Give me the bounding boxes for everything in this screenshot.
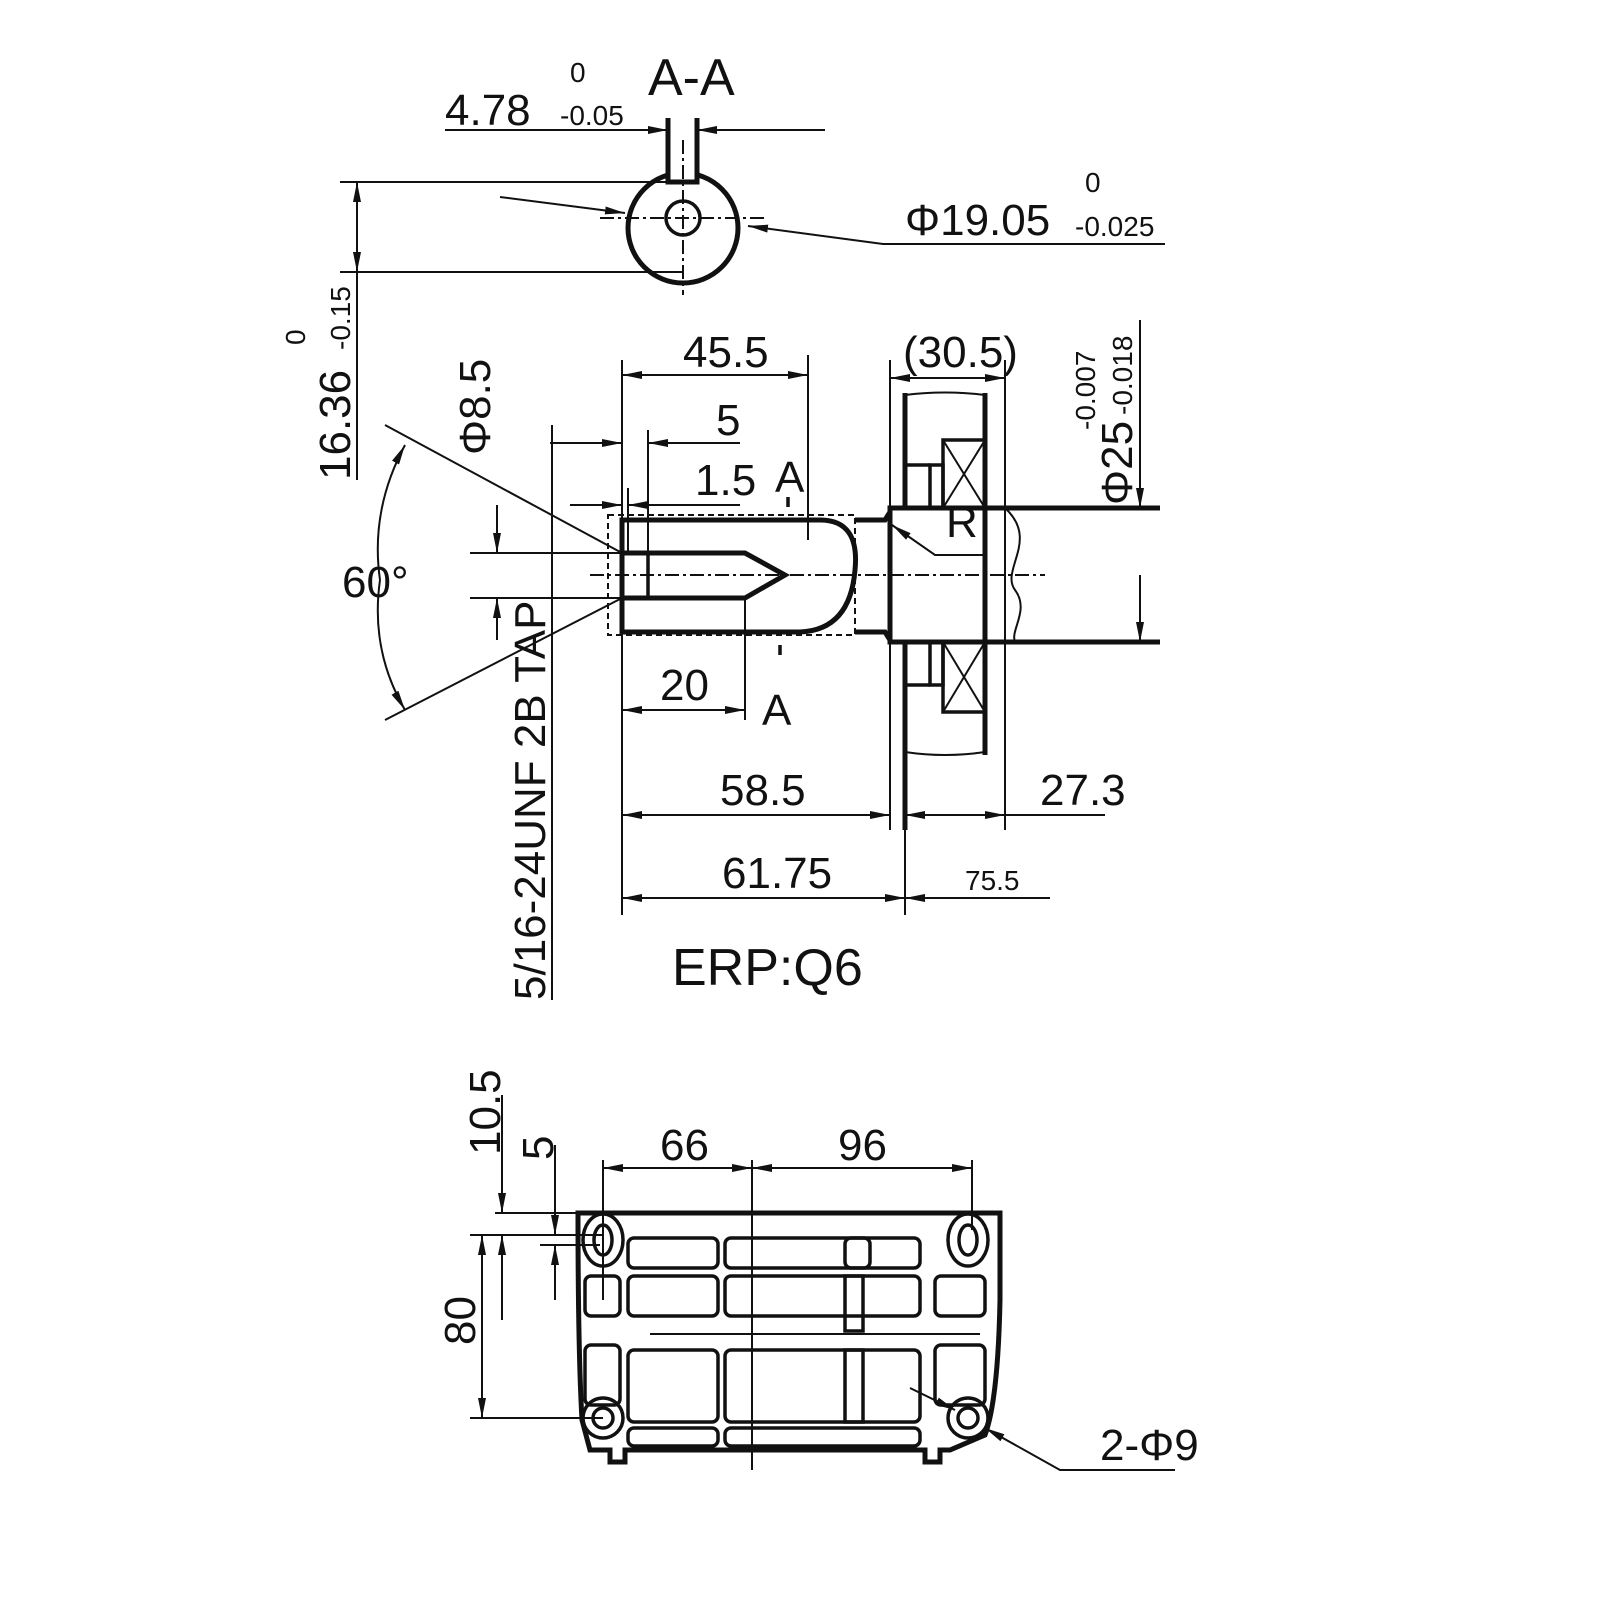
key-depth-dim: 16.36: [311, 370, 360, 480]
dim-5: 5: [716, 396, 740, 445]
dim-96: 96: [838, 1121, 887, 1170]
key-width-tol-upper: 0: [570, 57, 586, 88]
dim-20: 20: [660, 661, 709, 710]
dim-27-3: 27.3: [1040, 766, 1126, 815]
thread-spec: 5/16-24UNF 2B TAP: [506, 601, 555, 1000]
section-mark-bottom: A: [762, 686, 792, 735]
dim-30-5: (30.5): [903, 328, 1018, 377]
dim-61-75: 61.75: [722, 849, 832, 898]
base-plate-view: 66 96 10.5 5 80 2-Φ9: [436, 1069, 1199, 1471]
chamfer-angle: 60°: [342, 558, 409, 607]
key-depth-tol-upper: 0: [280, 329, 311, 345]
pilot-tol-lower: -0.018: [1107, 336, 1138, 415]
dim-80: 80: [436, 1296, 485, 1345]
erp-code: ERP:Q6: [672, 939, 863, 997]
dim-5-base: 5: [514, 1136, 563, 1160]
dim-58-5: 58.5: [720, 766, 806, 815]
shaft-side-view: R 45.5 (30.5) 5 1.5 A A Φ8.5 5/16-24UNF …: [342, 320, 1160, 1000]
pilot-diameter-dim: Φ25: [1093, 421, 1142, 505]
shaft-diameter-dim: Φ19.05: [905, 196, 1050, 245]
shaft-diameter-tol-lower: -0.025: [1075, 211, 1154, 242]
dim-10-5: 10.5: [461, 1069, 510, 1155]
dim-75-5: 75.5: [965, 865, 1020, 896]
shaft-diameter-tol-upper: 0: [1085, 167, 1101, 198]
section-title: A-A: [648, 49, 735, 107]
section-a-a: A-A 4.78 0 -0.05 16.36 0 -0.15 Φ19.05 0 …: [280, 49, 1165, 480]
dim-45-5: 45.5: [683, 328, 769, 377]
bearing-bottom: [905, 640, 987, 714]
key-width-dim: 4.78: [445, 86, 531, 135]
dim-66: 66: [660, 1121, 709, 1170]
shaft-section: [619, 517, 859, 635]
key-depth-tol-lower: -0.15: [325, 286, 356, 350]
mount-hole-bottom-right: [946, 1396, 990, 1440]
bore-diameter-dim: Φ8.5: [451, 359, 500, 455]
hole-callout: 2-Φ9: [1100, 1421, 1199, 1470]
pilot-tol-upper: -0.007: [1070, 351, 1101, 430]
key-width-tol-lower: -0.05: [560, 100, 624, 131]
mount-hole-top-right: [946, 1212, 990, 1268]
base-outline: [575, 1210, 1003, 1465]
section-mark-top: A: [775, 453, 805, 502]
radius-mark: R: [946, 498, 978, 547]
bearing-top: [905, 438, 987, 510]
dim-1-5: 1.5: [695, 456, 756, 505]
